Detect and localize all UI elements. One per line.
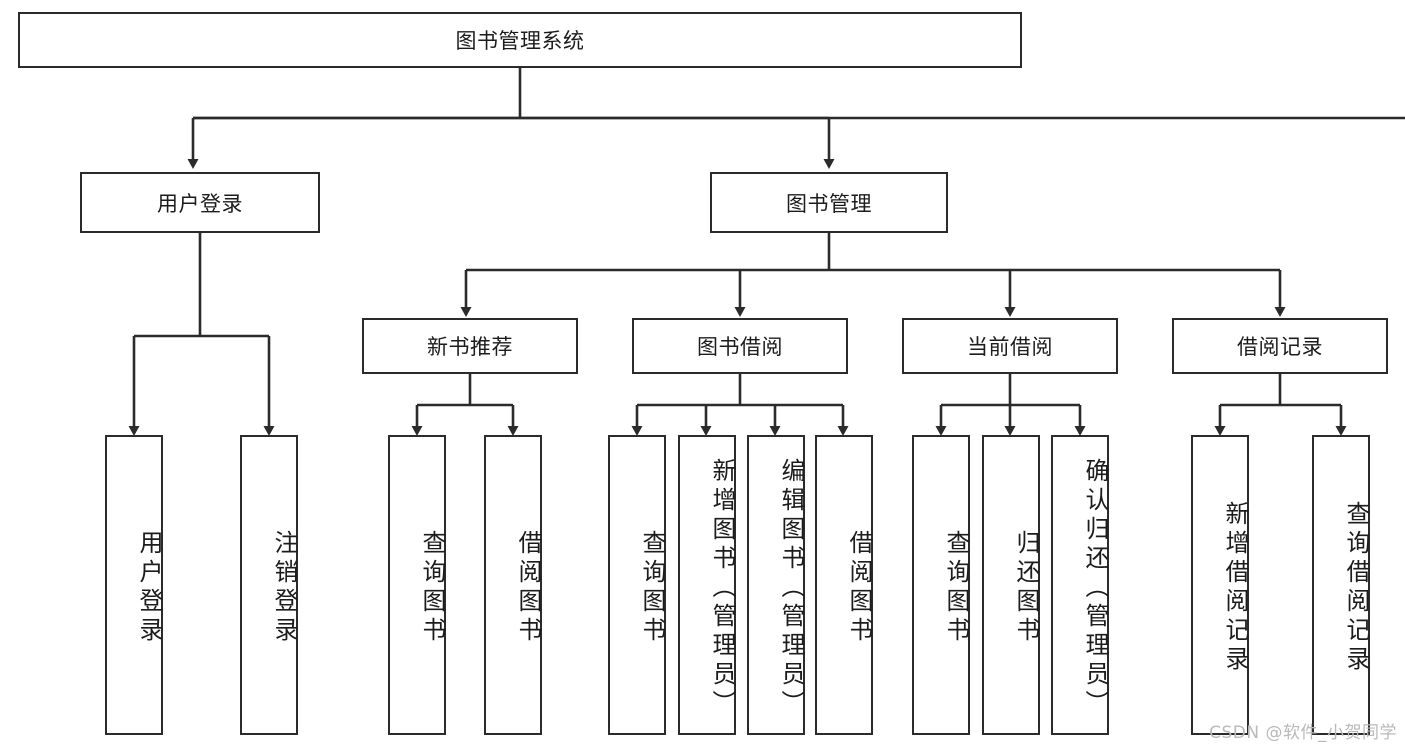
leaf-book-borrow-edit[interactable]: 编辑图书（管理员）: [747, 435, 805, 735]
leaf-current-borrow-query-label: 查询图书: [942, 530, 970, 646]
node-borrow-record-label: 借阅记录: [1237, 335, 1323, 359]
leaf-book-borrow-edit-label: 编辑图书（管理员）: [777, 457, 805, 719]
leaf-book-borrow-add-label: 新增图书（管理员）: [708, 457, 736, 719]
leaf-book-borrow-lend[interactable]: 借阅图书: [815, 435, 873, 735]
node-root-system-label: 图书管理系统: [455, 29, 585, 53]
leaf-book-borrow-add[interactable]: 新增图书（管理员）: [678, 435, 736, 735]
node-book-management-label: 图书管理: [786, 191, 872, 216]
leaf-user-login-signin[interactable]: 用户登录: [105, 435, 163, 735]
node-new-book-recommend-label: 新书推荐: [427, 335, 513, 359]
leaf-new-book-borrow[interactable]: 借阅图书: [484, 435, 542, 735]
csdn-watermark: CSDN @软件_小贺同学: [1209, 723, 1397, 743]
leaf-book-borrow-query-label: 查询图书: [638, 530, 666, 646]
node-current-borrow[interactable]: 当前借阅: [902, 318, 1118, 374]
node-borrow-record[interactable]: 借阅记录: [1172, 318, 1388, 374]
leaf-book-borrow-query[interactable]: 查询图书: [608, 435, 666, 735]
leaf-borrow-record-add-label: 新增借阅记录: [1221, 501, 1249, 675]
leaf-current-borrow-return[interactable]: 归还图书: [982, 435, 1040, 735]
node-user-login[interactable]: 用户登录: [80, 172, 320, 233]
leaf-book-borrow-lend-label: 借阅图书: [845, 530, 873, 646]
leaf-current-borrow-query[interactable]: 查询图书: [912, 435, 970, 735]
leaf-user-login-signout-label: 注销登录: [270, 530, 298, 646]
node-book-management[interactable]: 图书管理: [710, 172, 948, 233]
leaf-new-book-borrow-label: 借阅图书: [514, 530, 542, 646]
node-root-system[interactable]: 图书管理系统: [18, 12, 1022, 68]
node-current-borrow-label: 当前借阅: [967, 335, 1053, 359]
leaf-user-login-signin-label: 用户登录: [135, 530, 163, 646]
node-user-login-label: 用户登录: [157, 191, 243, 216]
leaf-user-login-signout[interactable]: 注销登录: [240, 435, 298, 735]
leaf-current-borrow-return-label: 归还图书: [1012, 530, 1040, 646]
leaf-borrow-record-query[interactable]: 查询借阅记录: [1312, 435, 1370, 735]
leaf-new-book-query-label: 查询图书: [418, 530, 446, 646]
leaf-borrow-record-add[interactable]: 新增借阅记录: [1191, 435, 1249, 735]
leaf-new-book-query[interactable]: 查询图书: [388, 435, 446, 735]
leaf-borrow-record-query-label: 查询借阅记录: [1342, 501, 1370, 675]
leaf-current-borrow-confirm-return-label: 确认归还（管理员）: [1081, 457, 1109, 719]
node-new-book-recommend[interactable]: 新书推荐: [362, 318, 578, 374]
leaf-current-borrow-confirm-return[interactable]: 确认归还（管理员）: [1051, 435, 1109, 735]
node-book-borrow[interactable]: 图书借阅: [632, 318, 848, 374]
node-book-borrow-label: 图书借阅: [697, 335, 783, 359]
